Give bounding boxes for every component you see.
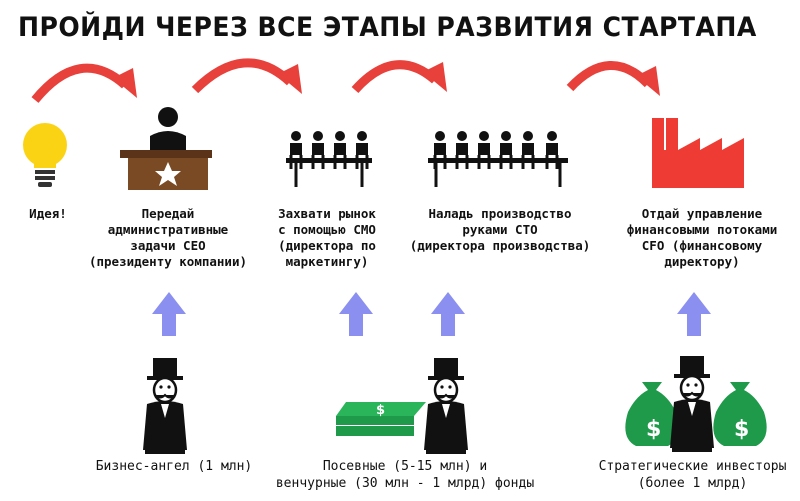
label-line: Передай bbox=[141, 206, 195, 221]
tycoon-moneybags-icon: $ $ bbox=[625, 354, 767, 454]
stage-label-cmo: Захвати рынок с помощью CMO (директора п… bbox=[262, 206, 392, 270]
svg-text:$: $ bbox=[646, 417, 661, 442]
label-line: финансовыми потоками bbox=[626, 222, 778, 237]
label-line: Стратегические инвесторы bbox=[598, 459, 787, 474]
label-line: (директора по bbox=[278, 238, 376, 253]
blue-arrow-4 bbox=[677, 292, 711, 336]
label-line: руками CTO bbox=[462, 222, 538, 237]
factory-icon bbox=[652, 118, 744, 188]
blue-arrow-3 bbox=[431, 292, 465, 336]
red-arrow-2 bbox=[191, 58, 302, 94]
label-line: Идея! bbox=[29, 206, 67, 221]
label-line: административные bbox=[107, 222, 229, 237]
stage-label-idea: Идея! bbox=[18, 206, 78, 222]
stage-label-cto: Наладь производство руками CTO (директор… bbox=[400, 206, 600, 254]
stage-label-cfo: Отдай управление финансовыми потоками CF… bbox=[606, 206, 798, 270]
cash-stack-icon: $ bbox=[336, 402, 426, 436]
label-line: Бизнес-ангел (1 млн) bbox=[95, 459, 253, 474]
investor-label-strategic: Стратегические инвесторы (более 1 млрд) bbox=[590, 458, 795, 492]
investor-label-vc: Посевные (5-15 млн) и венчурные (30 млн … bbox=[270, 458, 540, 492]
svg-text:$: $ bbox=[376, 403, 385, 418]
moneybag-left-icon: $ bbox=[625, 382, 679, 446]
label-line: Наладь производство bbox=[428, 206, 572, 221]
desk-boss-icon bbox=[120, 107, 212, 190]
label-line: маркетингу) bbox=[285, 254, 369, 269]
meeting-small-icon bbox=[286, 129, 372, 187]
tycoon-cash-icon: $ bbox=[336, 356, 470, 456]
lightbulb-icon bbox=[23, 123, 67, 187]
label-line: Захвати рынок bbox=[278, 206, 376, 221]
label-line: (директора производства) bbox=[409, 238, 591, 253]
blue-arrow-1 bbox=[152, 292, 186, 336]
tycoon-icon bbox=[141, 356, 189, 456]
svg-text:$: $ bbox=[734, 417, 749, 442]
red-arrow-4 bbox=[566, 60, 660, 96]
red-arrow-3 bbox=[351, 60, 447, 94]
label-line: Отдай управление bbox=[641, 206, 763, 221]
label-line: задачи CEO bbox=[130, 238, 206, 253]
moneybag-right-icon: $ bbox=[713, 382, 767, 446]
label-line: венчурные (30 млн - 1 млрд) фонды bbox=[275, 476, 535, 491]
meeting-large-icon bbox=[428, 129, 568, 187]
label-line: CFO (финансовому bbox=[641, 238, 763, 253]
page-title: ПРОЙДИ ЧЕРЕЗ ВСЕ ЭТАПЫ РАЗВИТИЯ СТАРТАПА bbox=[18, 12, 757, 43]
label-line: с помощью CMO bbox=[278, 222, 376, 237]
blue-arrow-2 bbox=[339, 292, 373, 336]
label-line: директору) bbox=[664, 254, 740, 269]
red-arrow-1 bbox=[31, 63, 137, 103]
label-line: (более 1 млрд) bbox=[637, 476, 748, 491]
stage-label-ceo: Передай административные задачи CEO (пре… bbox=[83, 206, 253, 270]
label-line: (президенту компании) bbox=[88, 254, 248, 269]
investor-label-angel: Бизнес-ангел (1 млн) bbox=[84, 458, 264, 475]
label-line: Посевные (5-15 млн) и bbox=[322, 459, 488, 474]
